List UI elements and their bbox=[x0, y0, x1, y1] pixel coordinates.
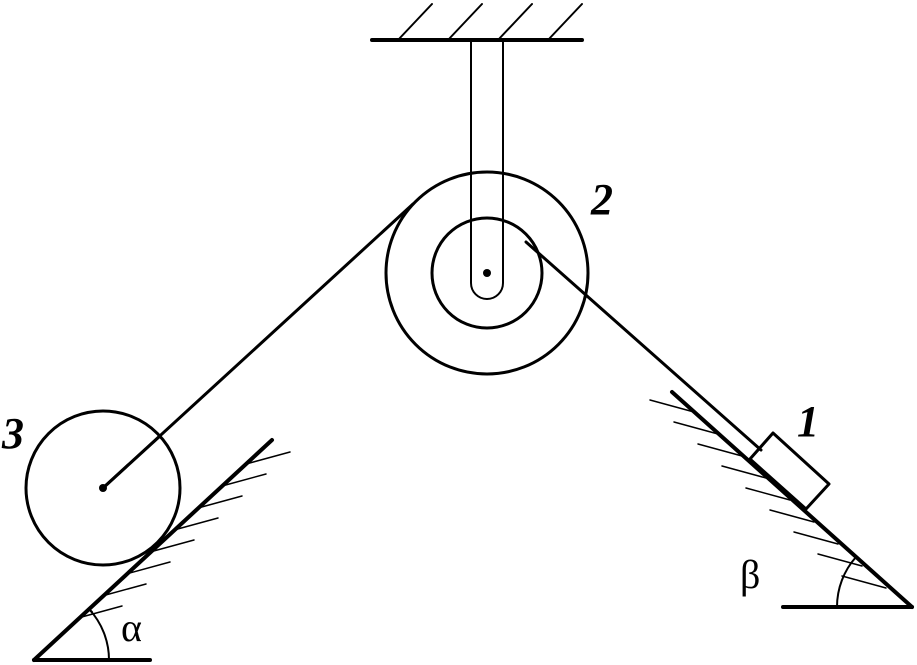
roller-3 bbox=[24, 409, 182, 567]
label-roller-3: 3 bbox=[1, 409, 24, 458]
label-pulley-2: 2 bbox=[590, 175, 613, 224]
ceiling-hatching bbox=[397, 3, 583, 41]
incline-alpha-surface bbox=[32, 438, 274, 662]
pulley-2 bbox=[384, 39, 590, 376]
incline-alpha-hatching bbox=[77, 451, 291, 619]
angle-alpha-arc bbox=[88, 608, 110, 661]
label-angle-alpha: α bbox=[121, 605, 142, 650]
roller-rim bbox=[24, 409, 182, 567]
pulley-axle bbox=[483, 269, 491, 277]
incline-beta-surface bbox=[670, 390, 914, 609]
label-block-1: 1 bbox=[797, 397, 819, 446]
incline-alpha bbox=[32, 438, 291, 662]
rope-to-block bbox=[524, 240, 763, 452]
angle-alpha-tick bbox=[87, 608, 93, 613]
pulley-outer-rim bbox=[384, 170, 590, 376]
block-body bbox=[748, 431, 831, 511]
block-1 bbox=[748, 431, 831, 511]
incline-beta bbox=[649, 390, 914, 609]
label-angle-beta: β bbox=[740, 552, 760, 597]
incline-beta-hatching bbox=[649, 399, 887, 589]
roller-center bbox=[99, 484, 107, 492]
pulley-inner-rim bbox=[430, 216, 544, 330]
ceiling-support bbox=[370, 3, 584, 42]
angle-beta-arc bbox=[835, 556, 857, 608]
roller-rope-segment bbox=[101, 434, 162, 490]
pulley-hanger-rod bbox=[470, 39, 504, 300]
